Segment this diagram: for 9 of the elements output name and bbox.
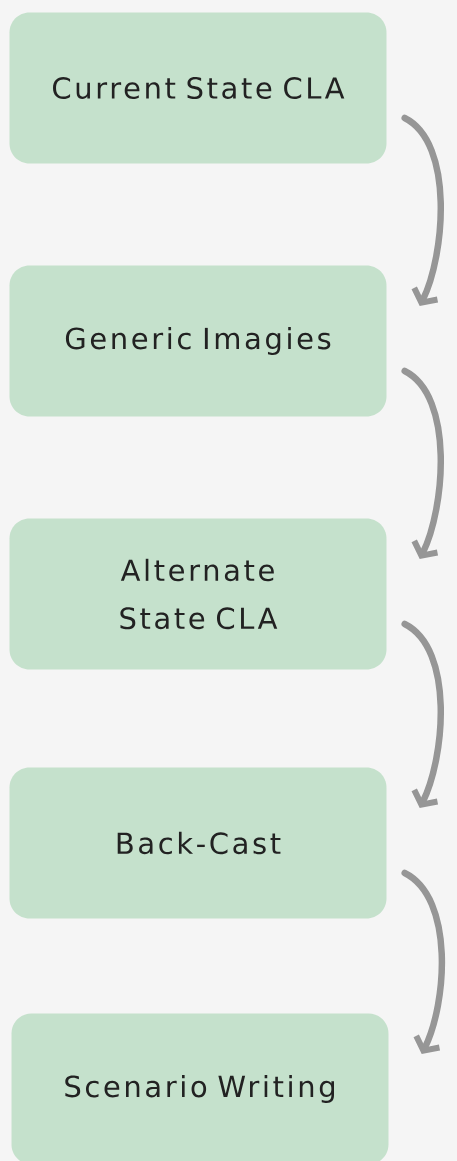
process-box: Back-Cast bbox=[9, 767, 387, 919]
process-box: Alternate State CLA bbox=[9, 518, 387, 670]
curved-arrow bbox=[401, 367, 444, 559]
process-box: Current State CLA bbox=[9, 12, 387, 164]
curved-arrow bbox=[401, 114, 444, 306]
process-box: Scenario Writing bbox=[11, 1013, 389, 1161]
process-box: Generic Imagies bbox=[9, 265, 387, 417]
curved-arrow bbox=[401, 620, 444, 808]
curved-arrow bbox=[401, 869, 445, 1054]
